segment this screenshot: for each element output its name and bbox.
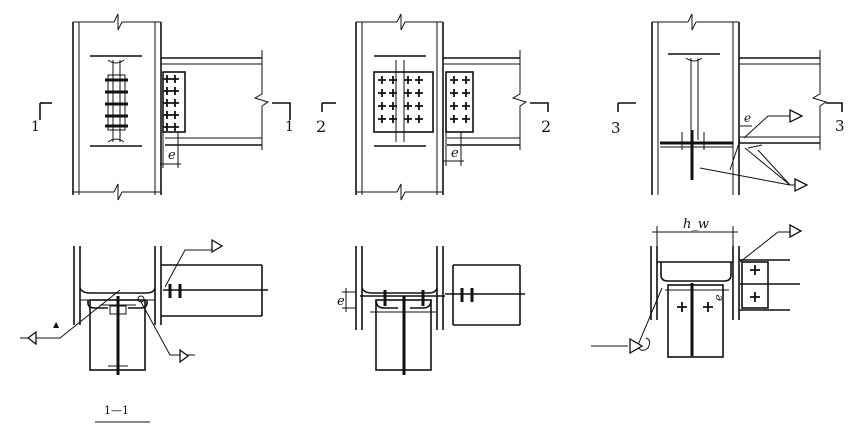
dimension-e-2: e [443, 132, 464, 166]
section-mark-right: 2 [541, 117, 551, 136]
elevation-3: e 3 3 [611, 13, 845, 195]
dim-e-label: e [337, 294, 345, 309]
weld-mark: ▲ [53, 319, 60, 329]
dimension-hw: h_w [652, 217, 738, 262]
beam-3 [739, 50, 828, 150]
stiffener-bolts-1 [105, 74, 128, 131]
elevation-2: e 2 2 [316, 13, 551, 201]
weld-symbols-section-3 [591, 223, 803, 355]
section-view-3: h_w e [591, 217, 803, 358]
section-cut-1: 1 1 [31, 102, 294, 135]
shear-tab-1 [162, 71, 186, 133]
beam-stub-3 [739, 259, 800, 311]
section-mark-right: 1 [285, 119, 294, 135]
dimension-e-5: e [712, 294, 725, 301]
section-view-1: ▲ 1—1 [20, 238, 268, 423]
section-cut-3: 3 3 [611, 102, 845, 137]
beam-stub-2 [445, 264, 525, 326]
dimension-e-1: e [160, 132, 181, 168]
dim-e-label: e [744, 111, 751, 125]
dimension-e-4: e [337, 288, 356, 312]
beam-stub-1 [161, 264, 268, 317]
beam-1 [161, 50, 270, 150]
section-beam-3 [660, 53, 733, 180]
dim-e-label: e [451, 146, 459, 161]
section-mark-right: 3 [835, 117, 845, 135]
beam-2 [443, 50, 528, 150]
section-caption: 1—1 [104, 404, 129, 417]
column-2 [355, 13, 444, 201]
section-view-2: e [337, 246, 525, 375]
column-1 [72, 13, 162, 201]
dim-e-label: e [712, 294, 725, 301]
weld-symbols-section-1: ▲ [20, 238, 224, 364]
dim-e-label: e [168, 148, 176, 163]
dimension-e-3: e [740, 111, 752, 127]
section-beam-1 [90, 55, 142, 147]
section-mark-left: 2 [316, 117, 326, 136]
section-beam-2 [373, 55, 434, 147]
column-3 [651, 13, 740, 195]
section-cut-2: 2 2 [316, 102, 551, 136]
elevation-1: e 1 1 [31, 13, 294, 201]
section-mark-left: 1 [31, 119, 40, 135]
weld-symbols-3 [699, 108, 809, 193]
section-mark-left: 3 [611, 119, 621, 137]
dim-hw-label: h_w [683, 217, 709, 232]
